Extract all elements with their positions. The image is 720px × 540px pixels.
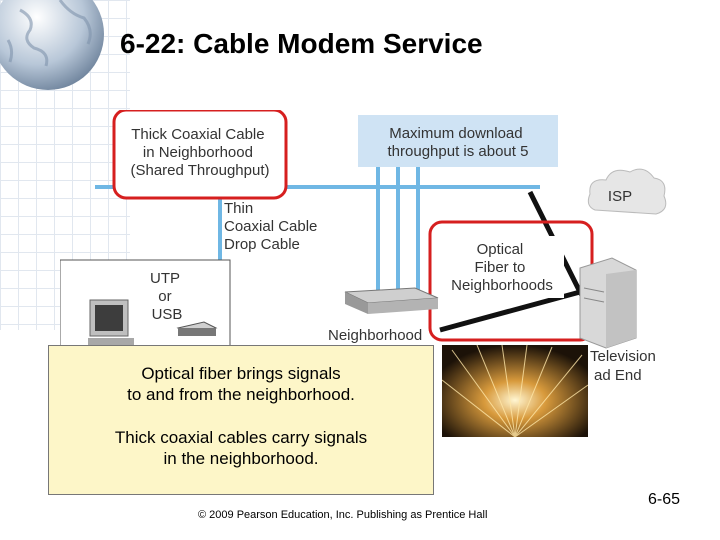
thick-coax-box [112,110,288,200]
optical-fiber-label: Optical Fiber to Neighborhoods [451,241,553,294]
callout-line-1: Optical fiber brings signals [141,364,341,383]
max-download-box [358,115,558,167]
isp-cloud-icon [587,168,667,215]
optical-fiber-photo [442,345,588,437]
thick-coax-label: Thick Coaxial Cable in Neighborhood (Sha… [131,126,270,179]
cable-modem-icon [176,321,218,336]
isp-label: ISP [608,188,632,205]
footer-copyright: © 2009 Pearson Education, Inc. Publishin… [198,509,488,521]
neighborhood-label: Neighborhood [328,327,422,344]
slide-title: 6-22: Cable Modem Service [120,28,483,59]
callout-line-4: in the neighborhood. [163,449,319,468]
headend-label: Television ad End [590,348,660,384]
callout-line-2: to and from the neighborhood. [127,385,355,404]
neighborhood-device-icon [344,287,439,314]
fiber-line-2 [439,289,581,333]
headend-server-icon [579,257,637,349]
max-download-label: Maximum download throughput is about 5 [388,125,529,160]
cable-modem-diagram: Thick Coaxial Cable in Neighborhood (Sha… [60,110,667,384]
globe-icon [0,0,104,90]
computer-icon [88,299,134,346]
thin-coax-label: Thin Coaxial Cable Drop Cable [224,200,322,253]
callout-line-3: Thick coaxial cables carry signals [114,428,368,447]
utp-label: UTP or USB [150,270,184,323]
page-number: 6-65 [648,491,681,508]
callout-box: Optical fiber brings signals to and from… [48,345,434,495]
